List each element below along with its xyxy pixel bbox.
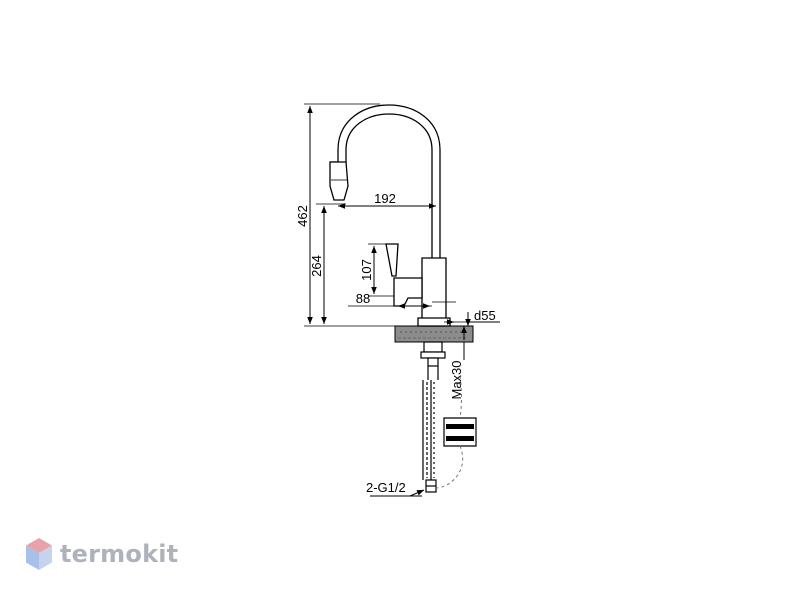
brand-name: termokit xyxy=(60,540,179,568)
countertop xyxy=(394,325,474,343)
spray-head xyxy=(329,161,349,201)
under-counter-hardware xyxy=(420,341,446,493)
counterweight xyxy=(435,375,477,489)
faucet-body xyxy=(329,104,451,327)
dim-max-countertop: Max30 xyxy=(449,360,464,399)
dimension-lines xyxy=(304,103,500,497)
lever xyxy=(385,243,399,277)
dim-lever-height: 107 xyxy=(359,259,374,281)
handle-body xyxy=(393,277,423,307)
dim-connection: 2-G1/2 xyxy=(366,480,406,495)
dim-base-diameter: d55 xyxy=(474,308,496,323)
cube-logo-icon xyxy=(26,538,52,570)
dim-lever-reach: 88 xyxy=(356,291,370,306)
dim-spout-reach: 192 xyxy=(374,191,396,206)
dim-total-height: 462 xyxy=(295,205,310,227)
brand-watermark: termokit xyxy=(24,536,178,572)
dim-spout-height: 264 xyxy=(309,255,324,277)
